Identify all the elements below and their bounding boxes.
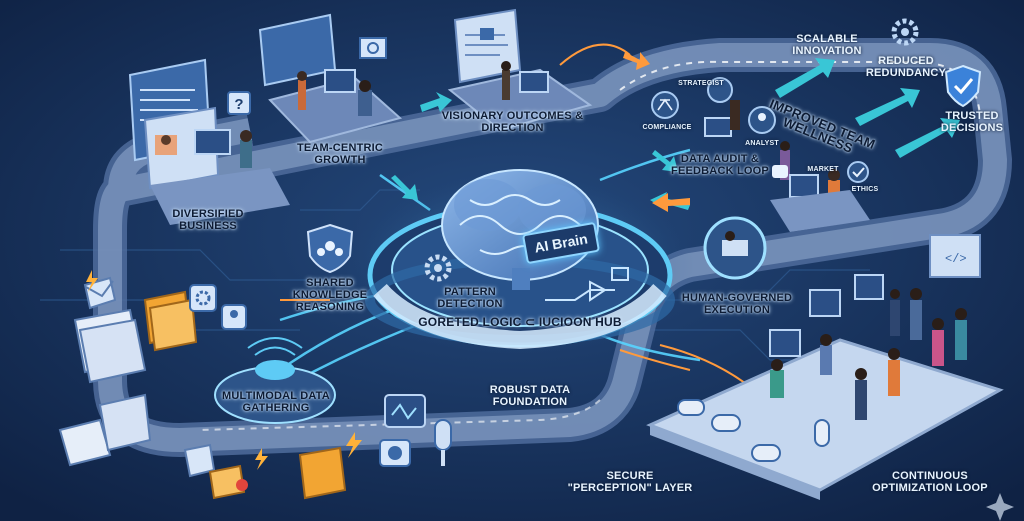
business-screens: ?	[128, 58, 251, 190]
multimodal-sensor	[214, 337, 336, 424]
label-continuous-loop: CONTINUOUS OPTIMIZATION LOOP	[872, 470, 988, 494]
data-inputs	[58, 276, 347, 500]
label-analyst: ANALYST	[745, 140, 779, 147]
label-human-governed: HUMAN-GOVERNED EXECUTION	[681, 292, 793, 316]
circuit-icon	[545, 267, 629, 302]
label-trusted-decisions: TRUSTED DECISIONS	[940, 110, 1004, 134]
human-governed-icon	[703, 216, 767, 280]
label-ethics: ETHICS	[851, 186, 879, 193]
result-arrows	[775, 58, 960, 158]
label-diversified-business: DIVERSIFIED BUSINESS	[172, 208, 244, 232]
label-team-centric-growth: TEAM-CENTRIC GROWTH	[296, 142, 384, 166]
label-market: MARKET	[807, 166, 839, 173]
svg-text:</>: </>	[945, 252, 967, 266]
team-centric-desk	[258, 13, 403, 144]
label-visionary-outcomes: VISIONARY OUTCOMES & DIRECTION	[441, 110, 584, 134]
label-reduced-redundancy: REDUCED REDUNDANCY	[865, 55, 947, 79]
optimization-floor: </>	[646, 234, 1004, 500]
label-hub-title: GORETED LOGIC ⊂ IUCIOON HUB	[418, 315, 622, 329]
perception-devices	[379, 394, 452, 467]
diversified-business-desk	[150, 129, 290, 225]
lightning-icons	[86, 270, 362, 470]
audit-team	[651, 77, 870, 232]
gear-icon	[424, 254, 452, 282]
shared-knowledge-shield-icon	[306, 223, 354, 274]
label-shared-knowledge: SHARED KNOWLEDGE REASONING	[292, 277, 368, 313]
label-multimodal: MULTIMODAL DATA GATHERING	[222, 390, 330, 414]
gear-icon	[891, 18, 919, 46]
label-strategist: STRATEGIST	[678, 80, 724, 87]
label-secure-perception: SECURE "perception" LAYER	[567, 470, 693, 494]
label-compliance: COMPLIANCE	[642, 124, 692, 131]
svg-text:?: ?	[234, 96, 243, 113]
label-robust-data: ROBUST DATA FOUNDATION	[489, 384, 571, 408]
label-scalable-innovation: SCALABLE INNOVATION	[792, 33, 862, 57]
label-data-audit: DATA AUDIT & FEEDBACK LOOP	[671, 153, 769, 177]
visionary-desk	[447, 8, 593, 132]
ai-brain-icon	[441, 169, 599, 290]
label-pattern-detection: PATTERN DETECTION	[437, 286, 503, 310]
shield-check-icon	[944, 64, 982, 108]
